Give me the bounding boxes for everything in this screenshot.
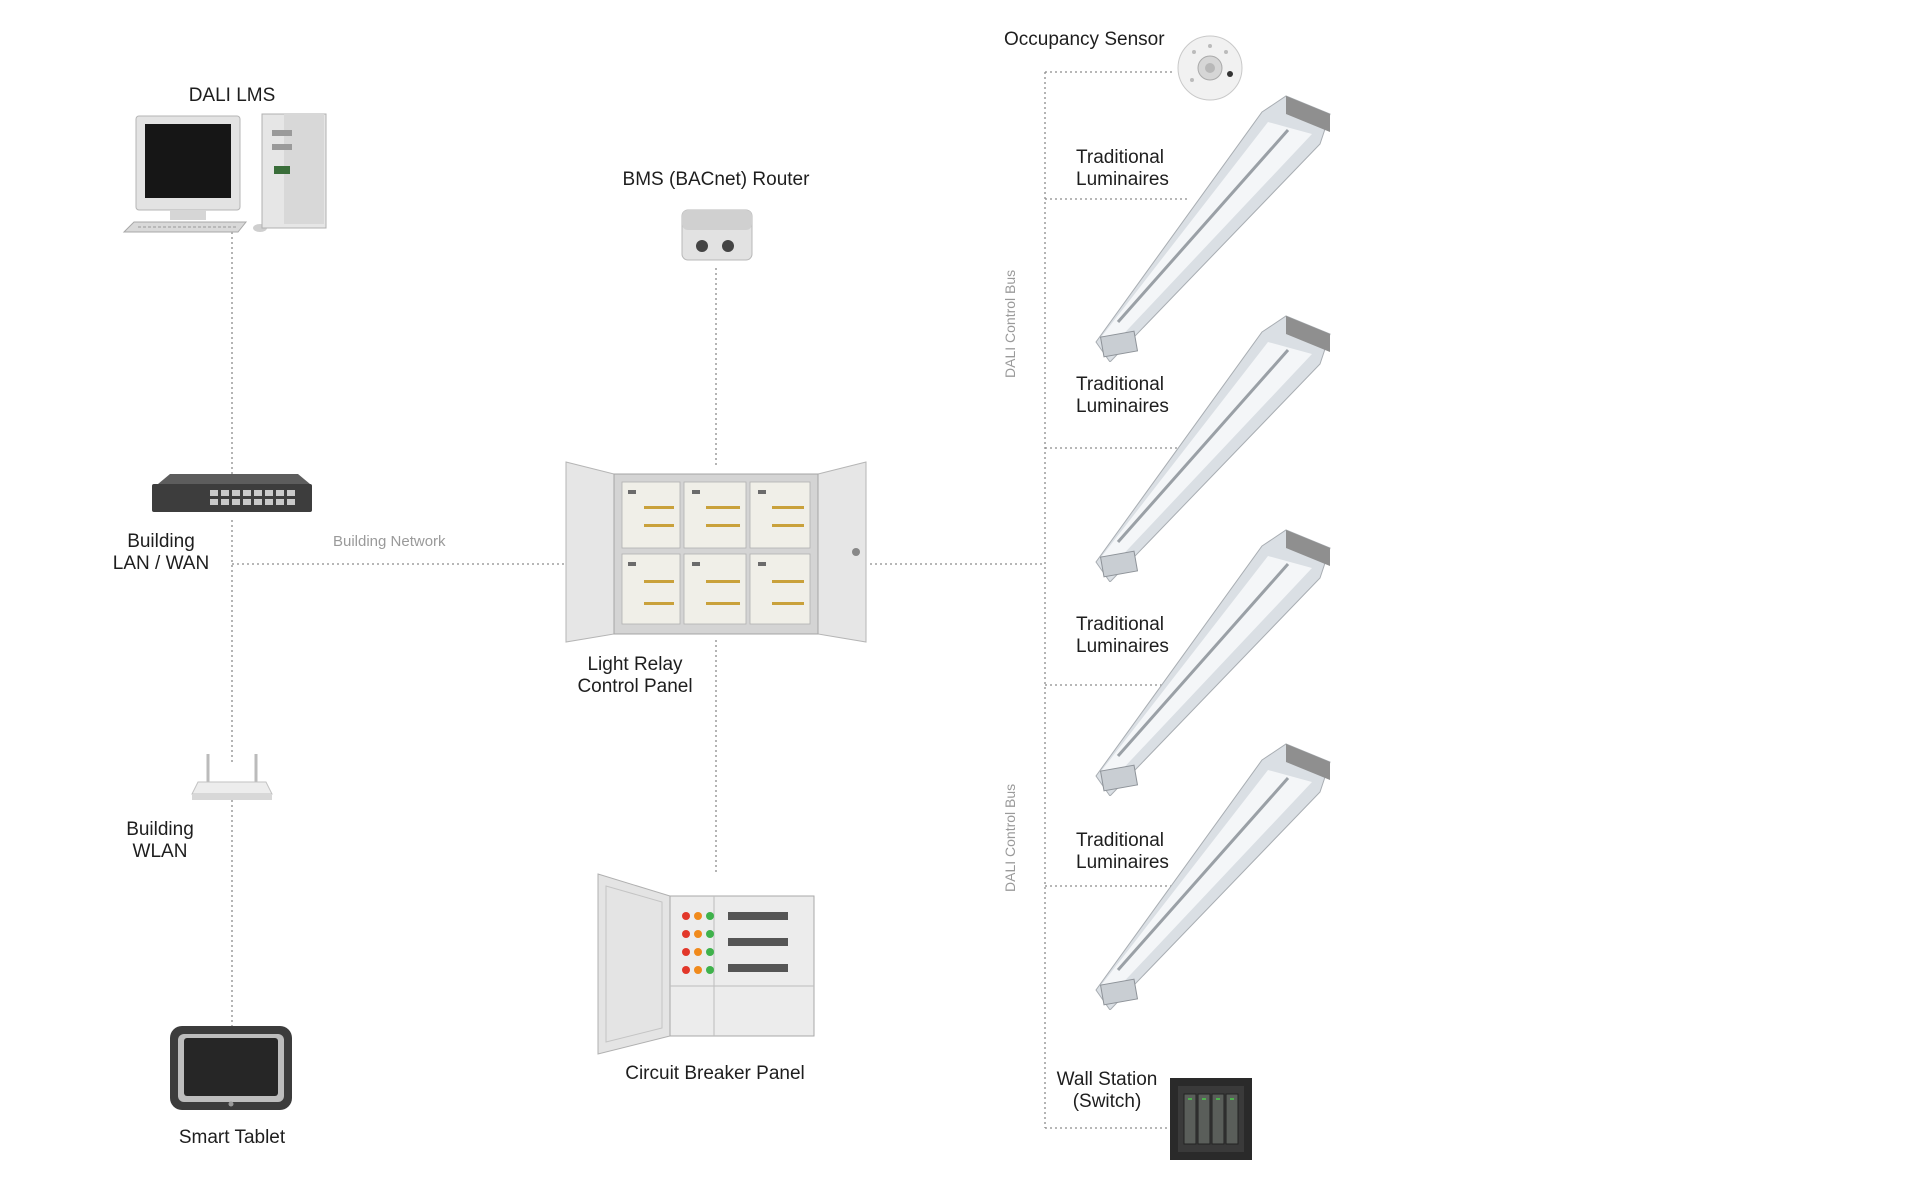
dali-lms-computer-icon[interactable]: [118, 110, 340, 234]
breaker-light-orange: [694, 966, 702, 974]
breaker-light-red: [682, 966, 690, 974]
switch-rocker: [1183, 1093, 1197, 1145]
breaker-light-red: [682, 930, 690, 938]
breaker-light-green: [706, 930, 714, 938]
building-wlan-label: Building WLAN: [126, 819, 194, 862]
bms-router-label: BMS (BACnet) Router: [622, 169, 810, 190]
light-relay-panel-label: Light Relay Control Panel: [577, 654, 693, 697]
breaker-light-orange: [694, 930, 702, 938]
breaker-row: [728, 938, 788, 946]
occupancy-sensor-label: Occupancy Sensor: [1004, 29, 1165, 50]
luminaire-icon[interactable]: [1092, 92, 1332, 362]
switch-rocker: [1197, 1093, 1211, 1145]
switch-rocker: [1211, 1093, 1225, 1145]
dali-control-bus-label-upper: DALI Control Bus: [1002, 269, 1018, 378]
building-lan-wan-label: Building LAN / WAN: [112, 531, 210, 574]
smart-tablet-icon[interactable]: [168, 1024, 294, 1112]
wall-station-switch-icon[interactable]: [1168, 1076, 1254, 1162]
circuit-breaker-label: Circuit Breaker Panel: [625, 1063, 805, 1084]
breaker-light-red: [682, 948, 690, 956]
switch-rocker: [1225, 1093, 1239, 1145]
network-switch-icon[interactable]: [150, 472, 314, 516]
breaker-light-orange: [694, 912, 702, 920]
bms-router-icon[interactable]: [678, 208, 756, 264]
breaker-row: [728, 912, 788, 920]
wall-station-label: Wall Station (Switch): [1056, 1069, 1158, 1112]
breaker-light-green: [706, 966, 714, 974]
breaker-row: [728, 964, 788, 972]
building-network-label: Building Network: [333, 533, 446, 550]
luminaire-icon[interactable]: [1092, 312, 1332, 582]
circuit-breaker-panel-icon[interactable]: [594, 868, 824, 1060]
breaker-light-green: [706, 912, 714, 920]
breaker-light-red: [682, 912, 690, 920]
smart-tablet-label: Smart Tablet: [178, 1127, 286, 1148]
luminaire-icon[interactable]: [1092, 740, 1332, 1010]
dali-control-bus-label-lower: DALI Control Bus: [1002, 783, 1018, 892]
dali-lms-label: DALI LMS: [188, 85, 276, 106]
light-relay-control-panel-icon[interactable]: [560, 458, 880, 648]
occupancy-sensor-icon[interactable]: [1176, 34, 1244, 102]
breaker-light-orange: [694, 948, 702, 956]
breaker-light-green: [706, 948, 714, 956]
wifi-router-icon[interactable]: [190, 752, 274, 804]
luminaire-icon[interactable]: [1092, 526, 1332, 796]
